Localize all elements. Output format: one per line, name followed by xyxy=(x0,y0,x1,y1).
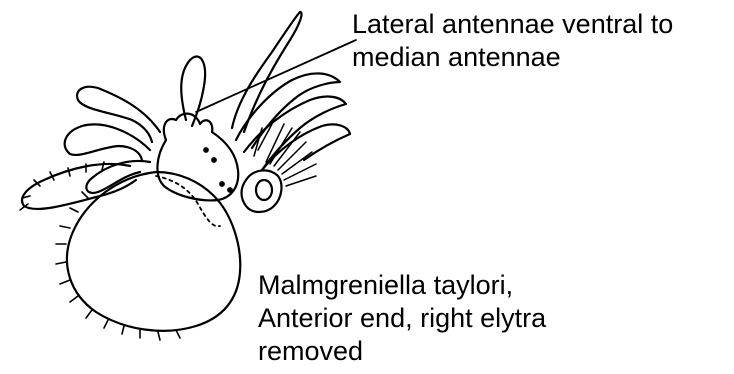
caption-line-1: Malmgreniella taylori, xyxy=(258,269,546,302)
left-tentacles xyxy=(65,87,160,193)
left-lobe xyxy=(20,162,136,210)
figure-caption: Malmgreniella taylori, Anterior end, rig… xyxy=(258,269,546,368)
caption-line-2: Anterior end, right elytra xyxy=(258,302,546,335)
left-elytron xyxy=(56,172,240,340)
annotation-line-1: Lateral antennae ventral to xyxy=(352,8,673,41)
prostomium xyxy=(157,114,238,201)
caption-line-3: removed xyxy=(258,335,546,368)
antennae-annotation: Lateral antennae ventral to median anten… xyxy=(352,8,673,74)
annotation-line-2: median antennae xyxy=(352,41,673,74)
right-parapodium xyxy=(242,124,317,212)
